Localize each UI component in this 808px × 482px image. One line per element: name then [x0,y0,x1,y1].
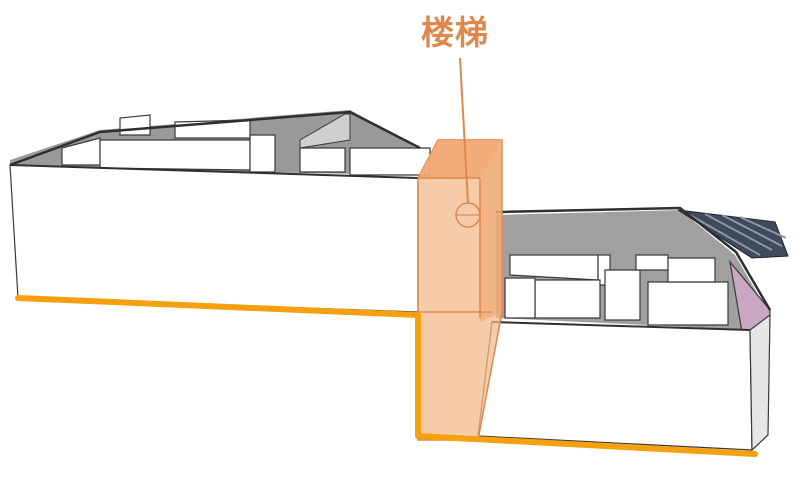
right-room-d [534,279,601,319]
right-room-f [635,254,669,271]
left-room-f [299,147,346,173]
left-block-front-wall [9,164,419,313]
left-corner-wall [299,113,351,149]
right-room-g [647,281,729,326]
left-room-b [99,139,251,171]
left-room-a [61,137,101,166]
left-room-d [249,134,276,173]
right-block-front-wall [477,321,753,451]
stair-side-face [480,140,502,322]
staircase-highlight [417,139,503,441]
left-block-front-top-edge [9,164,419,179]
right-room-c [604,269,641,321]
right-room-e [504,277,536,319]
left-room-g [349,147,431,176]
callout-leader-line [459,57,469,204]
footprint-outline [15,295,758,457]
right-building-block [477,206,789,452]
stairs-label: 楼梯 [421,13,489,52]
right-block-side-wall [749,313,771,452]
stair-top-face [418,140,502,178]
left-building-block [9,110,431,313]
right-block-top-edge [495,206,772,311]
pergola-roof [677,209,789,259]
left-room-e [119,114,151,136]
right-room-h [667,257,716,283]
left-block-top-edge [9,110,421,167]
right-block-front-top-edge [491,321,751,331]
right-room-a [509,254,599,281]
